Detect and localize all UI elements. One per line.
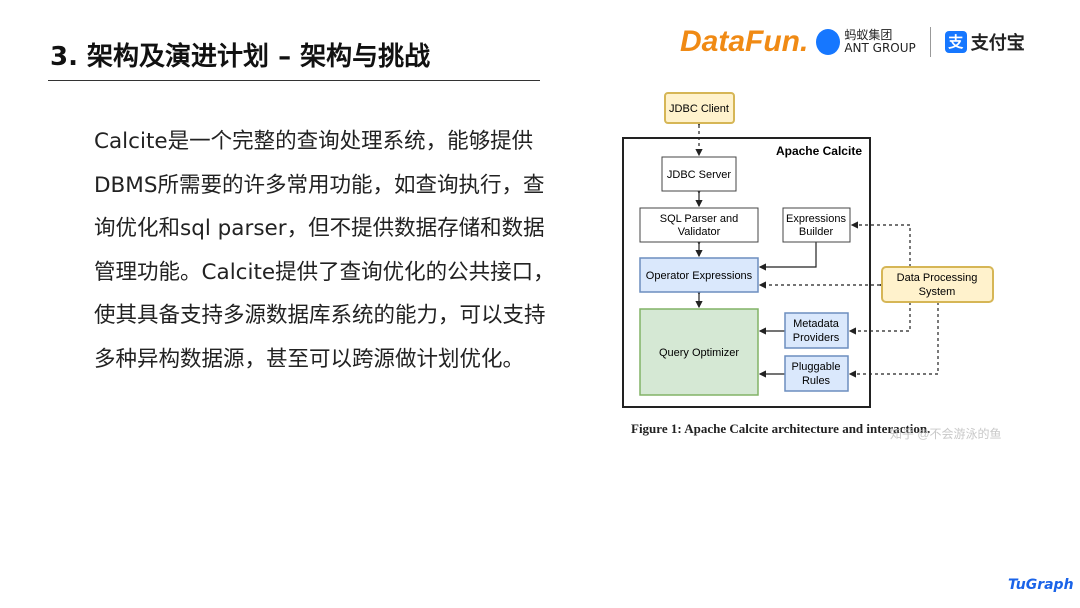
jdbc-client-box bbox=[664, 92, 735, 124]
pluggable-rules-box bbox=[784, 355, 849, 392]
sql-parser-box bbox=[639, 207, 759, 243]
ant-en: ANT GROUP bbox=[844, 41, 916, 55]
sql-parser-label-1: SQL Parser and bbox=[660, 213, 738, 225]
metadata-label-1: Metadata bbox=[793, 318, 840, 330]
jdbc-server-box bbox=[661, 156, 737, 192]
dps-label-1: Data Processing bbox=[897, 272, 978, 284]
jdbc-client-label: JDBC Client bbox=[669, 103, 729, 115]
expr-builder-label-1: Expressions bbox=[786, 213, 846, 225]
operator-expressions-box bbox=[639, 257, 759, 293]
container-label: Apache Calcite bbox=[776, 144, 862, 158]
pluggable-label-2: Rules bbox=[802, 375, 831, 387]
body-text: Calcite是一个完整的查询处理系统，能够提供DBMS所需要的许多常用功能，如… bbox=[94, 129, 555, 372]
query-optimizer-label: Query Optimizer bbox=[659, 347, 739, 359]
figure-caption: Figure 1: Apache Calcite architecture an… bbox=[631, 421, 930, 436]
expressions-builder-box bbox=[782, 207, 851, 243]
operator-expressions-label: Operator Expressions bbox=[646, 270, 753, 282]
alipay-icon: 支 bbox=[944, 31, 967, 53]
alipay-text: 支付宝 bbox=[970, 33, 1025, 54]
query-optimizer-box bbox=[639, 308, 759, 396]
watermark: 知乎 @不会游泳的鱼 bbox=[890, 426, 1002, 441]
data-processing-system-box bbox=[881, 266, 994, 303]
apache-calcite-container bbox=[622, 137, 871, 408]
title-divider bbox=[48, 80, 540, 81]
datafun-logo: DataFun. bbox=[680, 25, 809, 58]
ant-icon bbox=[816, 29, 841, 55]
dps-label-2: System bbox=[919, 286, 956, 298]
logo-separator bbox=[929, 27, 931, 57]
expr-builder-label-2: Builder bbox=[799, 226, 834, 238]
tugraph-logo: TuGraph bbox=[1008, 577, 1074, 593]
metadata-label-2: Providers bbox=[793, 332, 840, 344]
page-title: 3. 架构及演进计划 – 架构与挑战 bbox=[50, 42, 431, 72]
pluggable-label-1: Pluggable bbox=[792, 361, 841, 373]
sql-parser-label-2: Validator bbox=[678, 226, 721, 238]
alipay-logo: 支 支付宝 bbox=[944, 29, 1025, 55]
jdbc-server-label: JDBC Server bbox=[667, 169, 732, 181]
metadata-providers-box bbox=[784, 312, 849, 349]
ant-cn: 蚂蚁集团 bbox=[844, 28, 893, 42]
